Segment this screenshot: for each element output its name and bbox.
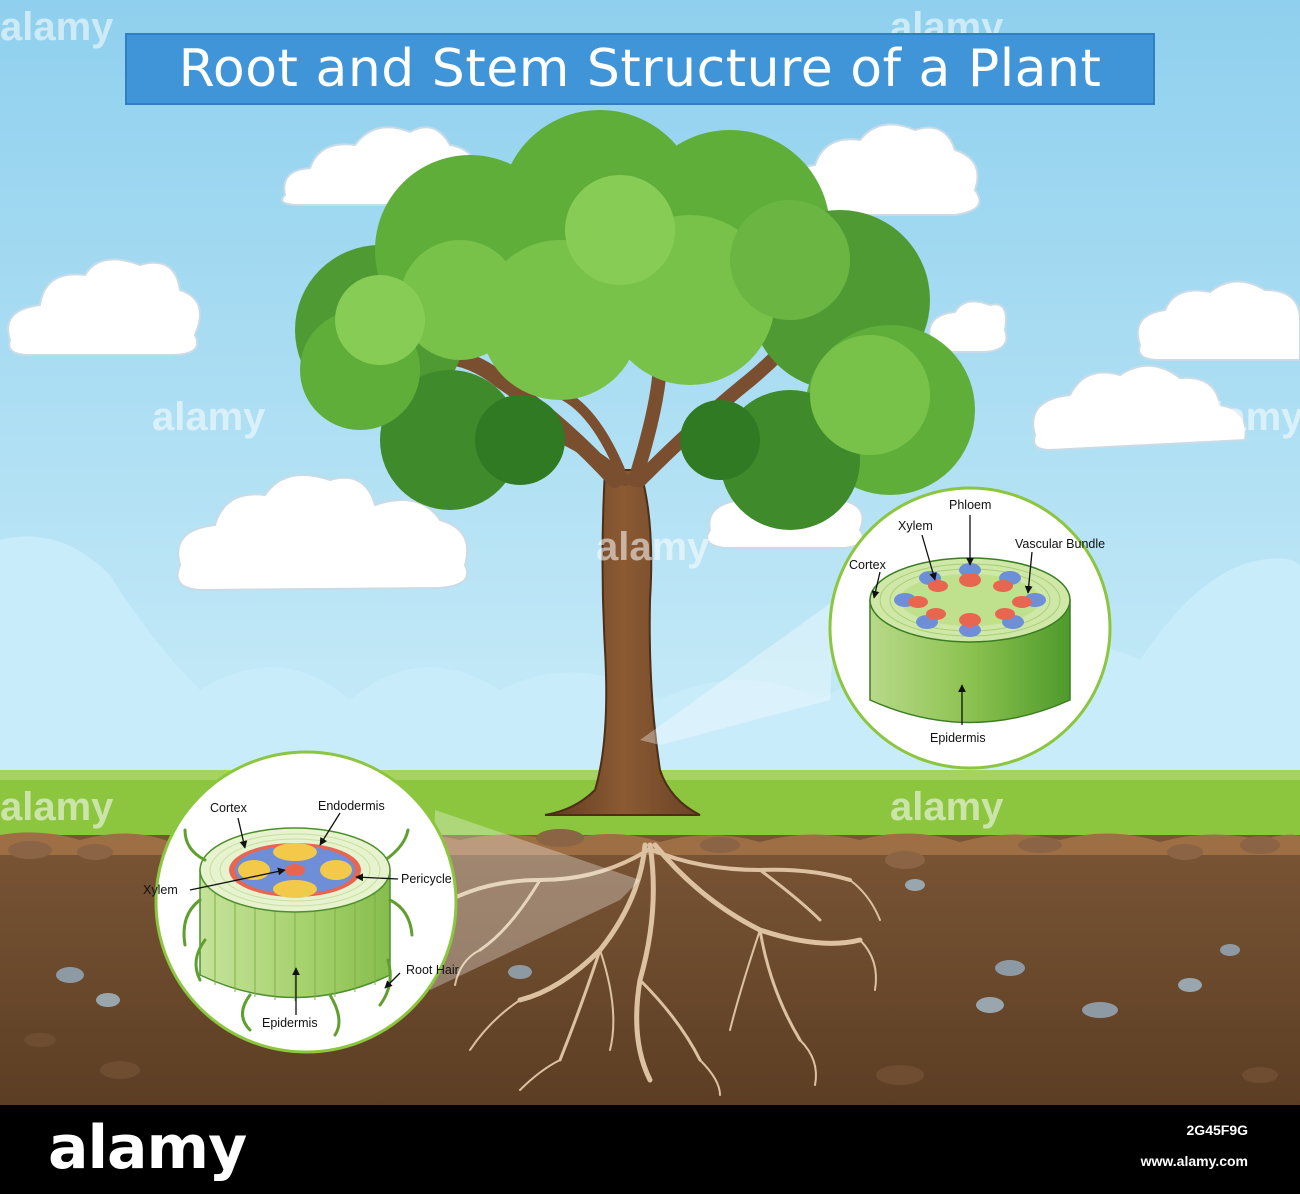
root-label-pericycle: Pericycle bbox=[401, 872, 452, 886]
stem-cross-section: Xylem Phloem Vascular Bundle Cortex Epid… bbox=[828, 486, 1112, 770]
title-banner: Root and Stem Structure of a Plant bbox=[125, 33, 1155, 105]
alamy-logo: alamy bbox=[48, 1113, 247, 1183]
stem-zoom-beam bbox=[640, 600, 835, 745]
roots bbox=[442, 842, 881, 1096]
stem-label-cortex: Cortex bbox=[849, 558, 887, 572]
svg-text:alamy: alamy bbox=[1190, 395, 1300, 439]
stem-label-epidermis: Epidermis bbox=[930, 731, 986, 745]
stem-label-xylem: Xylem bbox=[898, 519, 933, 533]
svg-text:alamy: alamy bbox=[890, 785, 1004, 829]
image-id: 2G45F9G bbox=[1186, 1122, 1248, 1138]
root-label-root-hair: Root Hair bbox=[406, 963, 459, 977]
page-title: Root and Stem Structure of a Plant bbox=[178, 39, 1102, 99]
cloud bbox=[7, 258, 201, 356]
root-cross-section: Cortex Endodermis Xylem Pericycle Root H… bbox=[143, 750, 459, 1054]
footer-bar: alamy 2G45F9G www.alamy.com bbox=[0, 1105, 1300, 1194]
svg-text:alamy: alamy bbox=[0, 785, 114, 829]
svg-text:alamy: alamy bbox=[0, 5, 114, 49]
svg-text:alamy: alamy bbox=[596, 525, 710, 569]
stem-label-phloem: Phloem bbox=[949, 498, 991, 512]
cloud bbox=[1032, 280, 1300, 452]
stem-label-vascular-bundle: Vascular Bundle bbox=[1015, 537, 1105, 551]
root-label-epidermis: Epidermis bbox=[262, 1016, 318, 1030]
root-label-xylem: Xylem bbox=[143, 883, 178, 897]
site-url: www.alamy.com bbox=[1140, 1153, 1248, 1169]
tree-canopy bbox=[295, 110, 975, 530]
vascular-bundles bbox=[894, 563, 1046, 637]
stones bbox=[8, 829, 1280, 1085]
cloud bbox=[786, 123, 981, 216]
root-zoom-beam bbox=[430, 810, 640, 990]
root-label-cortex: Cortex bbox=[210, 801, 248, 815]
cloud bbox=[176, 474, 469, 592]
root-label-endodermis: Endodermis bbox=[318, 799, 385, 813]
svg-text:alamy: alamy bbox=[152, 395, 266, 439]
watermarks: alamy alamy alamy alamy alamy alamy alam… bbox=[0, 5, 1300, 829]
